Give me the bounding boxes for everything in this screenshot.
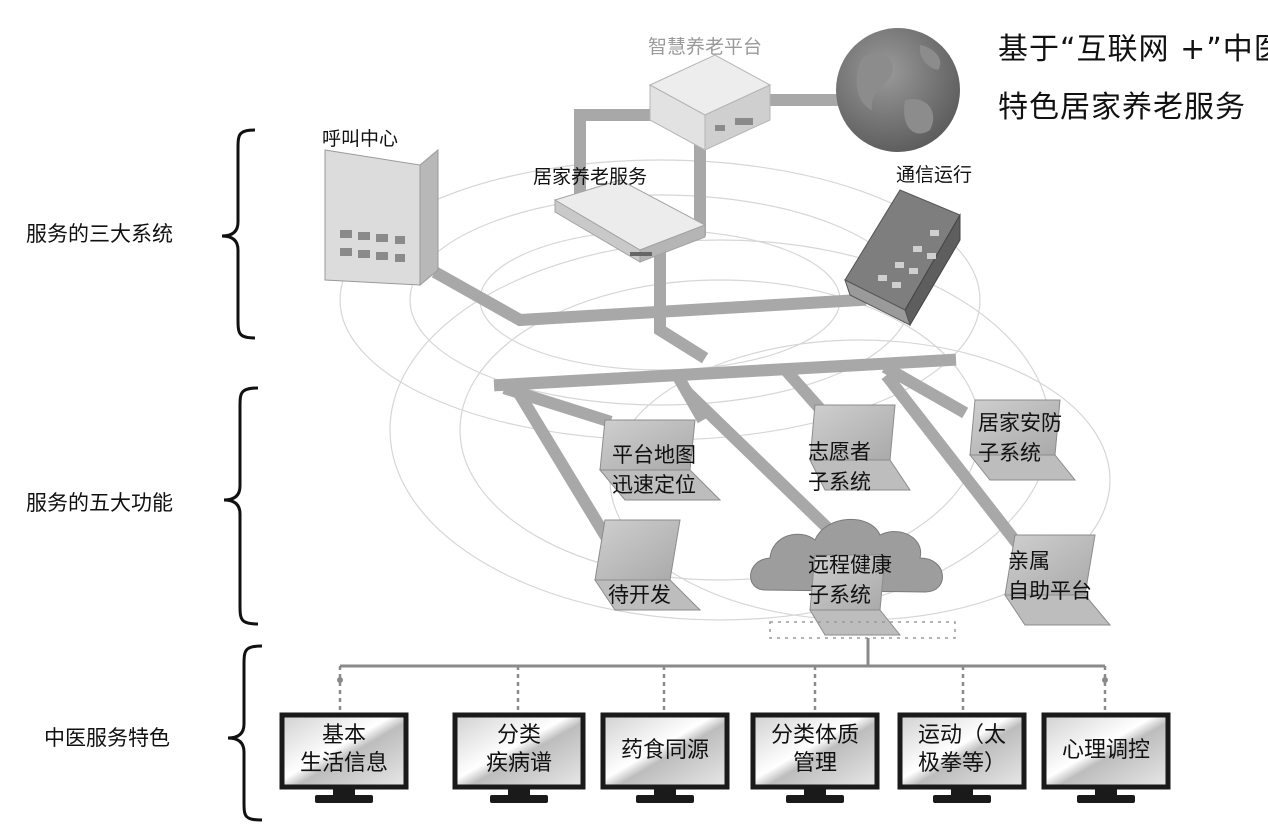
function-family-label: 亲属 自助平台 <box>1008 546 1092 606</box>
tcm-feature-4-line2: 极拳等） <box>917 751 1006 776</box>
tcm-feature-1: 分类 疾病谱 <box>455 722 583 778</box>
monitor-exercise <box>897 712 1027 803</box>
section-label-functions: 服务的五大功能 <box>26 491 173 515</box>
function-family-line2: 自助平台 <box>1008 579 1092 603</box>
smart-platform-device <box>648 54 772 151</box>
brace-systems <box>221 128 256 340</box>
tcm-feature-3-line2: 管理 <box>792 751 837 776</box>
laptop-todo <box>594 519 702 611</box>
function-volunteer-label: 志愿者 子系统 <box>808 437 871 497</box>
tcm-feature-3: 分类体质 管理 <box>753 722 877 778</box>
communication-device <box>844 189 961 327</box>
tcm-feature-2: 药食同源 <box>603 737 727 765</box>
function-map-label: 平台地图 迅速定位 <box>612 440 696 500</box>
monitor-constitution <box>750 712 880 803</box>
tcm-feature-0-line2: 生活信息 <box>299 751 388 776</box>
function-family-line1: 亲属 <box>1008 549 1050 573</box>
function-volunteer-line1: 志愿者 <box>808 440 871 464</box>
function-volunteer-line2: 子系统 <box>808 470 871 494</box>
tcm-feature-0: 基本 生活信息 <box>282 722 406 778</box>
home-service-label: 居家养老服务 <box>533 166 648 188</box>
function-todo-label: 待开发 <box>608 580 671 610</box>
title-line-1: 基于“互联网 +”中医 <box>998 32 1268 67</box>
function-security-line2: 子系统 <box>978 441 1041 465</box>
laptop-family <box>1004 534 1112 626</box>
function-todo-line1: 待开发 <box>608 583 671 607</box>
tcm-feature-4: 运动（太 极拳等） <box>900 722 1024 778</box>
home-service-device <box>553 179 707 263</box>
function-security-line1: 居家安防 <box>978 411 1062 435</box>
section-label-systems: 服务的三大系统 <box>26 222 173 246</box>
title-line-2: 特色居家养老服务 <box>998 90 1246 125</box>
laptop-volunteer <box>809 404 911 491</box>
globe-icon <box>836 28 960 152</box>
function-security-label: 居家安防 子系统 <box>978 408 1062 468</box>
brace-tcm <box>227 644 263 822</box>
tcm-feature-2-line1: 药食同源 <box>620 738 709 763</box>
platform-label: 智慧养老平台 <box>648 36 763 58</box>
monitor-psychology <box>1041 712 1171 803</box>
tcm-feature-1-line2: 疾病谱 <box>485 751 552 776</box>
signal-waves <box>339 159 1111 621</box>
tcm-feature-5-line1: 心理调控 <box>1061 738 1150 763</box>
monitor-basic-info <box>279 712 409 803</box>
function-health-line2: 子系统 <box>808 583 871 607</box>
laptop-security <box>968 399 1077 481</box>
tcm-feature-1-line1: 分类 <box>496 723 541 748</box>
function-map-line2: 迅速定位 <box>612 473 696 497</box>
function-map-line1: 平台地图 <box>612 443 696 467</box>
tcm-feature-0-line1: 基本 <box>321 723 366 748</box>
communication-label: 通信运行 <box>896 164 973 186</box>
function-health-line1: 远程健康 <box>808 553 892 577</box>
monitor-food <box>600 712 730 803</box>
tcm-feature-5: 心理调控 <box>1044 737 1168 765</box>
call-center-device <box>324 148 439 287</box>
tcm-bus <box>337 621 1108 715</box>
tcm-feature-4-line1: 运动（太 <box>917 723 1006 748</box>
call-center-label: 呼叫中心 <box>322 128 399 150</box>
laptop-map <box>598 419 722 501</box>
network-lines <box>431 94 1039 569</box>
laptop-health <box>809 554 902 636</box>
function-health-label: 远程健康 子系统 <box>808 550 892 610</box>
section-label-tcm: 中医服务特色 <box>44 726 170 750</box>
brace-functions <box>223 386 259 626</box>
tcm-feature-3-line1: 分类体质 <box>770 723 859 748</box>
monitor-disease <box>452 712 586 803</box>
